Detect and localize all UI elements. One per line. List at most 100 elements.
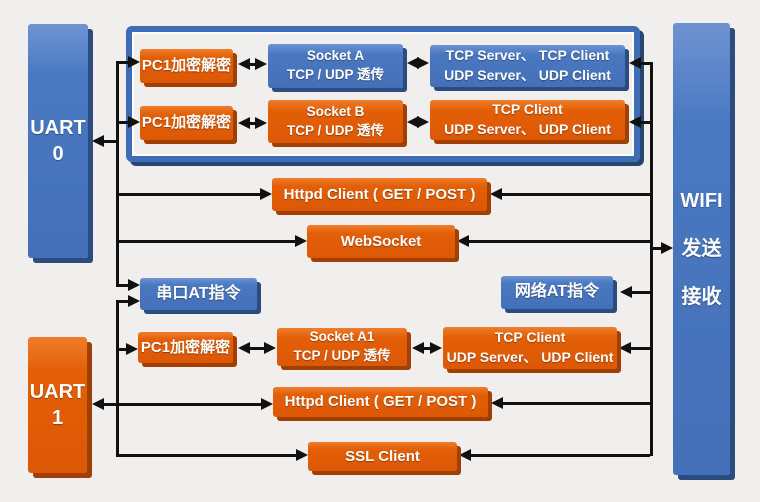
- net-at-box: 网络AT指令: [501, 276, 613, 309]
- tcp-row1-line1: TCP Server、 TCP Client: [445, 47, 610, 64]
- encrypt-box-2: PC1加密解密: [140, 106, 233, 140]
- encrypt2-label: PC1加密解密: [141, 114, 232, 132]
- socket-a-line2: TCP / UDP 透传: [286, 67, 385, 82]
- encrypt-box-1: PC1加密解密: [140, 49, 233, 83]
- ssl-client-box: SSL Client: [308, 442, 457, 471]
- httpd-client-2-box: Httpd Client ( GET / POST ): [273, 387, 488, 417]
- uart1-box: UART 1: [28, 337, 87, 473]
- connector-uart1-row: [103, 403, 262, 406]
- arrow-to-httpd1-right: [490, 188, 502, 200]
- connector-ssl-right: [470, 454, 650, 457]
- socket-a1-line1: Socket A1: [309, 329, 375, 345]
- socket-group-frame: [126, 26, 640, 162]
- socket-b-box: Socket B TCP / UDP 透传: [268, 100, 403, 143]
- biarrow-encrypt1-socketa-right: [255, 58, 267, 70]
- socket-a-box: Socket A TCP / UDP 透传: [268, 44, 403, 88]
- arrow-to-encrypt2: [128, 116, 140, 128]
- encrypt3-label: PC1加密解密: [140, 338, 231, 356]
- arrow-to-encrypt1: [128, 56, 140, 68]
- connector-serial-at-upper: [118, 284, 130, 287]
- arrow-to-httpd2: [261, 398, 273, 410]
- arrow-to-serial-at-upper: [128, 279, 140, 291]
- biarrow-socketa-tcp1-left: [407, 57, 419, 69]
- biarrow-encrypt1-socketa-left: [238, 58, 250, 70]
- tcp-modes-row3-box: TCP Client UDP Server、 UDP Client: [443, 327, 617, 369]
- connector-tcp-row3: [630, 347, 650, 350]
- tcp-row3-line2: UDP Server、 UDP Client: [446, 349, 614, 365]
- uart0-label-line2: 0: [52, 143, 64, 165]
- arrow-to-uart1: [92, 398, 104, 410]
- connector-wifi-trunk: [650, 62, 653, 456]
- arrow-to-uart0: [92, 135, 104, 147]
- arrow-to-tcp-row1: [629, 57, 641, 69]
- arrow-to-httpd2-right: [491, 397, 503, 409]
- biarrow-socketa-tcp1-right: [417, 57, 429, 69]
- arrow-to-ssl-right: [459, 449, 471, 461]
- biarrow-socketb-tcp2-left: [407, 116, 419, 128]
- connector-tcp-row1: [640, 62, 650, 65]
- biarrow-encrypt2-socketb-right: [255, 117, 267, 129]
- arrow-to-websocket: [295, 235, 307, 247]
- arrow-to-serial-at-lower: [128, 295, 140, 307]
- tcp-modes-row2-box: TCP Client UDP Server、 UDP Client: [430, 100, 625, 140]
- connector-tcp-row2: [640, 121, 650, 124]
- connector-httpd1-left: [118, 193, 262, 196]
- socket-b-line2: TCP / UDP 透传: [286, 122, 385, 138]
- tcp-row1-line2: UDP Server、 UDP Client: [444, 67, 611, 83]
- encrypt-box-3: PC1加密解密: [138, 332, 233, 363]
- arrow-to-encrypt3: [126, 343, 138, 355]
- biarrow-socketa1-tcp3-right: [430, 342, 442, 354]
- socket-a1-line2: TCP / UDP 透传: [293, 348, 391, 363]
- wifi-box: WIFI 发送 接收: [673, 23, 730, 475]
- connector-uart0-row2: [118, 121, 130, 124]
- uart1-label-line1: UART: [29, 381, 86, 403]
- connector-httpd1-right: [501, 193, 650, 196]
- biarrow-socketa1-tcp3: [420, 347, 434, 350]
- uart0-box: UART 0: [28, 24, 88, 258]
- tcp-modes-row1-box: TCP Server、 TCP Client UDP Server、 UDP C…: [430, 45, 625, 87]
- arrow-to-ssl: [296, 449, 308, 461]
- connector-uart1-trunk: [116, 300, 119, 457]
- socket-a1-box: Socket A1 TCP / UDP 透传: [277, 328, 407, 366]
- biarrow-encrypt3-socketa1-right: [264, 342, 276, 354]
- biarrow-encrypt2-socketb: [246, 122, 258, 125]
- net-at-label: 网络AT指令: [514, 283, 600, 301]
- socket-b-line1: Socket B: [306, 103, 365, 119]
- tcp-row2-line1: TCP Client: [492, 101, 563, 118]
- biarrow-encrypt1-socketa: [246, 63, 258, 66]
- connector-encrypt3-left: [118, 348, 128, 351]
- tcp-row2-line2: UDP Server、 UDP Client: [444, 121, 611, 137]
- encrypt1-label: PC1加密解密: [141, 57, 232, 75]
- biarrow-encrypt3-socketa1-left: [238, 342, 250, 354]
- arrow-to-wifi: [661, 242, 673, 254]
- biarrow-encrypt3-socketa1: [247, 347, 267, 350]
- httpd2-label: Httpd Client ( GET / POST ): [284, 393, 477, 411]
- httpd-client-1-box: Httpd Client ( GET / POST ): [272, 178, 487, 211]
- biarrow-encrypt2-socketb-left: [238, 117, 250, 129]
- connector-uart0-row1: [118, 61, 130, 64]
- connector-websocket-left: [118, 240, 297, 243]
- uart0-label-line1: UART: [30, 117, 86, 139]
- socket-a-line1: Socket A: [306, 48, 365, 64]
- connector-ssl-left: [118, 454, 298, 457]
- wifi-send-label: 发送: [681, 238, 722, 260]
- ssl-label: SSL Client: [345, 447, 420, 465]
- serial-at-label: 串口AT指令: [156, 284, 241, 302]
- connector-websocket-right: [468, 240, 650, 243]
- uart1-label-line2: 1: [51, 407, 64, 429]
- httpd1-label: Httpd Client ( GET / POST ): [283, 185, 476, 203]
- biarrow-socketb-tcp2-right: [417, 116, 429, 128]
- connector-serial-at-lower: [118, 300, 130, 303]
- tcp-row3-line1: TCP Client: [494, 329, 566, 346]
- websocket-label: WebSocket: [340, 232, 422, 250]
- connector-wifi-in: [652, 247, 663, 250]
- arrow-to-tcp-row2: [629, 116, 641, 128]
- websocket-box: WebSocket: [307, 225, 455, 258]
- wifi-receive-label: 接收: [681, 286, 722, 308]
- connector-net-at: [631, 291, 650, 294]
- arrow-to-net-at: [620, 286, 632, 298]
- arrow-to-httpd1: [260, 188, 272, 200]
- biarrow-socketa1-tcp3-left: [412, 342, 424, 354]
- connector-uart0-link: [103, 140, 118, 143]
